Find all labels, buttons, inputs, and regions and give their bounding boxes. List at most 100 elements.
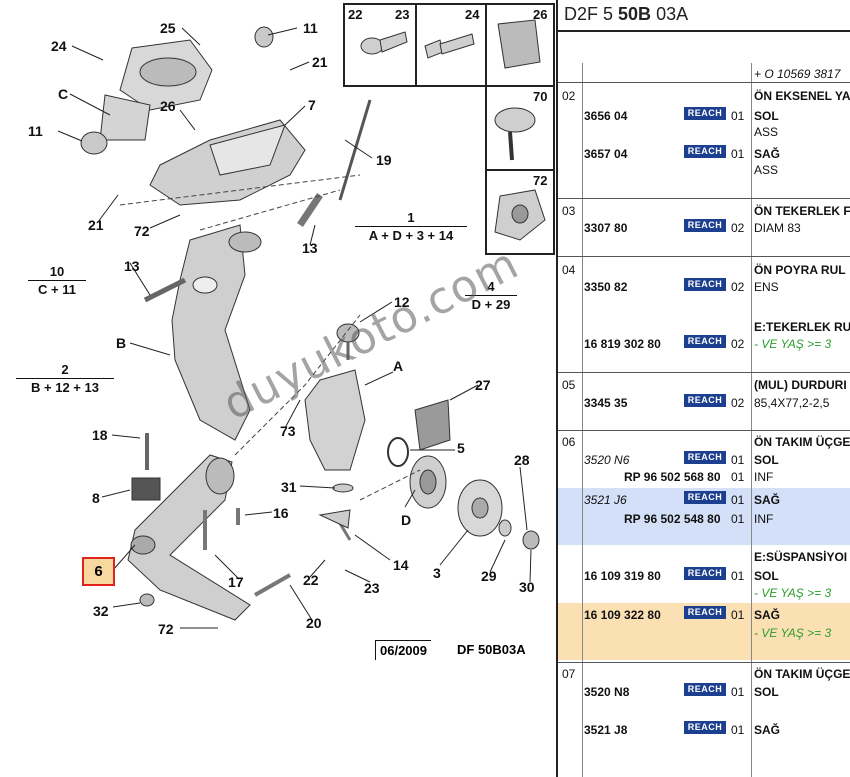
callout-24: 24	[51, 38, 67, 54]
reach-badge: REACH	[684, 451, 726, 464]
inset-label-70: 70	[533, 89, 548, 104]
formula-2: 2 B + 12 + 13	[16, 362, 114, 395]
part-ref-3520-N8[interactable]: 3520 N8	[584, 685, 630, 699]
desc-07-title: ÖN TAKIM ÜÇGE	[754, 667, 850, 681]
callout-27: 27	[475, 377, 491, 393]
desc-condition: - VE YAŞ >= 3	[754, 337, 832, 351]
callout-32: 32	[93, 603, 109, 619]
col-divider-2	[751, 63, 752, 777]
formula-2-number: 2	[16, 362, 114, 379]
diagram-drawing	[57, 3, 555, 629]
desc-03-title: ÖN TEKERLEK F	[754, 204, 850, 218]
part-ref-rp-96-502-568-80[interactable]: RP 96 502 568 80	[624, 470, 721, 484]
desc-note: ASS	[754, 163, 779, 177]
col-divider-1	[582, 63, 583, 777]
reach-badge: REACH	[684, 219, 726, 232]
callout-18: 18	[92, 427, 108, 443]
part-ref-3521-J6[interactable]: 3521 J6	[584, 493, 627, 507]
formula-2-expression: B + 12 + 13	[31, 380, 99, 395]
callout-31: 31	[281, 479, 297, 495]
callout-28: 28	[514, 452, 530, 468]
part-ref-3350-82[interactable]: 3350 82	[584, 280, 628, 294]
qty: 02	[731, 221, 745, 235]
part-ref-3345-35[interactable]: 3345 35	[584, 396, 628, 410]
formula-4-expression: D + 29	[471, 297, 511, 312]
formula-1-expression: A + D + 3 + 14	[368, 228, 454, 243]
part-ref-3307-80[interactable]: 3307 80	[584, 221, 628, 235]
desc-side: SAĞ	[754, 493, 781, 507]
desc-side: SOL	[754, 453, 779, 467]
callout-3: 3	[433, 565, 441, 581]
parts-diagram: 25 11 24 21 C 26 7 11 19 21 72 13 13 12 …	[16, 3, 555, 660]
desc-note: ENS	[754, 280, 779, 294]
part-ref-16-109-322-80[interactable]: 16 109 322 80	[584, 608, 661, 622]
callout-7: 7	[308, 97, 316, 113]
callout-A: A	[393, 358, 404, 374]
formula-1: 1 A + D + 3 + 14	[355, 210, 467, 243]
reach-badge: REACH	[684, 145, 726, 158]
qty: 01	[731, 470, 745, 484]
formula-4-number: 4	[465, 279, 517, 296]
callout-11: 11	[303, 20, 318, 36]
part-ref-3521-J8[interactable]: 3521 J8	[584, 723, 628, 737]
header-note: + O 10569 3817	[754, 67, 841, 81]
desc-side: SAĞ	[754, 608, 781, 622]
desc-condition: - VE YAŞ >= 3	[754, 586, 832, 600]
part-ref-16-109-319-80[interactable]: 16 109 319 80	[584, 569, 661, 583]
group-05: 05	[562, 378, 576, 392]
formula-1-number: 1	[355, 210, 467, 227]
group-02: 02	[562, 89, 576, 103]
reach-badge: REACH	[684, 107, 726, 120]
row-divider	[558, 662, 850, 663]
callout-13: 13	[302, 240, 318, 256]
inset-label-22: 22	[348, 7, 363, 22]
inset-label-23: 23	[395, 7, 410, 22]
part-ref-3656-04[interactable]: 3656 04	[584, 109, 628, 123]
part-ref-rp-96-502-548-80[interactable]: RP 96 502 548 80	[624, 512, 721, 526]
reach-badge: REACH	[684, 683, 726, 696]
callout-19: 19	[376, 152, 392, 168]
callout-B: B	[116, 335, 127, 351]
part-ref-3657-04[interactable]: 3657 04	[584, 147, 628, 161]
callout-30: 30	[519, 579, 535, 595]
row-divider	[558, 430, 850, 431]
desc-note: INF	[754, 512, 774, 526]
callout-C: C	[58, 86, 69, 102]
desc-side: SOL	[754, 685, 779, 699]
reach-badge: REACH	[684, 721, 726, 734]
title-prefix: D2F 5	[564, 4, 619, 24]
row-divider	[558, 372, 850, 373]
row-divider	[558, 256, 850, 257]
document-title: D2F 5 50B 03A	[564, 4, 688, 25]
part-ref-16-819-302-80[interactable]: 16 819 302 80	[584, 337, 661, 351]
row-divider	[558, 82, 850, 83]
qty: 01	[731, 685, 745, 699]
qty: 01	[731, 493, 745, 507]
highlighted-part-6[interactable]: 6	[82, 557, 115, 586]
callout-5: 5	[457, 440, 465, 456]
reach-badge: REACH	[684, 491, 726, 504]
callout-8: 8	[92, 490, 100, 506]
callout-22: 22	[303, 572, 319, 588]
callout-72b: 72	[158, 621, 174, 637]
group-06: 06	[562, 435, 576, 449]
callout-26: 26	[160, 98, 176, 114]
qty: 01	[731, 453, 745, 467]
formula-4: 4 D + 29	[465, 279, 517, 312]
desc-06b-title: E:SÜSPANSİYOI	[754, 550, 848, 564]
reach-badge: REACH	[684, 394, 726, 407]
desc-05-title: (MUL) DURDURI	[754, 378, 847, 392]
reach-badge: REACH	[684, 278, 726, 291]
part-ref-3520-N6[interactable]: 3520 N6	[584, 453, 630, 467]
qty: 01	[731, 147, 745, 161]
callout-29: 29	[481, 568, 497, 584]
desc-04b-title: E:TEKERLEK RU	[754, 320, 850, 334]
desc-note: ASS	[754, 125, 779, 139]
callout-D: D	[401, 512, 412, 528]
desc-02-title: ÖN EKSENEL YA	[754, 89, 850, 103]
reach-badge: REACH	[684, 567, 726, 580]
reach-badge: REACH	[684, 606, 726, 619]
callout-12: 12	[394, 294, 410, 310]
group-07: 07	[562, 667, 576, 681]
desc-06-title: ÖN TAKIM ÜÇGE	[754, 435, 850, 449]
